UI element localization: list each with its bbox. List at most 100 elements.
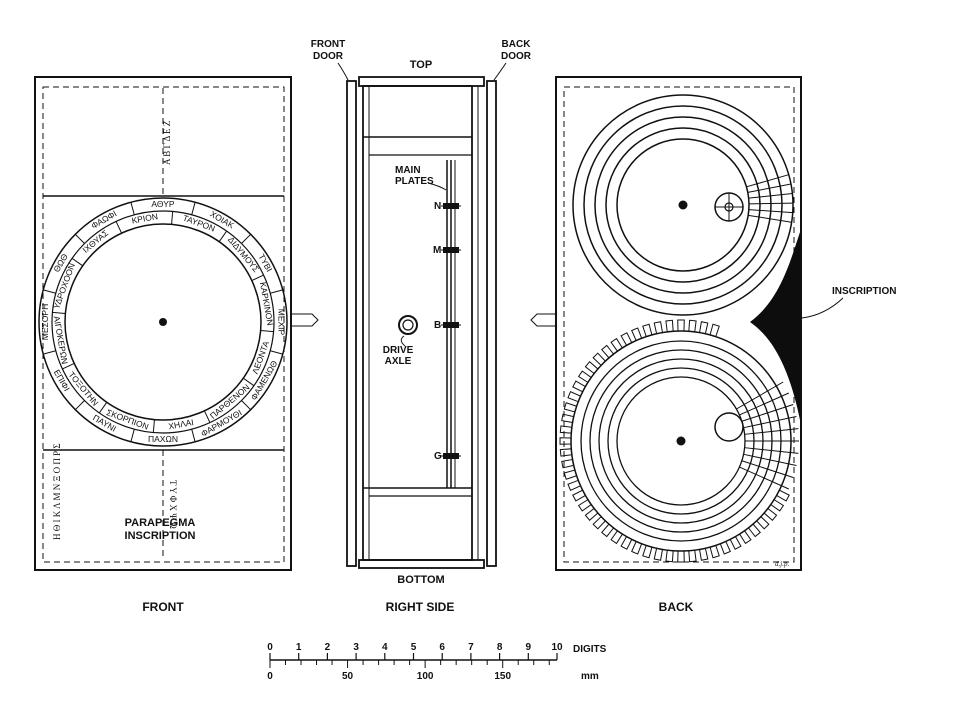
back-view: INSCRIPTION d.j.p. BACK: [530, 76, 896, 614]
zodiac-divider: [152, 419, 155, 433]
front-view: ΑΘΥΡΧΟΙΑΚΤΥΒΙΜΕΧΙΡΦΑΜΕΝΩΘΦΑΡΜΟΥΘΙΠΑΧΩΝΠΑ…: [34, 76, 319, 614]
dial-tooth: [665, 549, 674, 563]
plate-n-label: N: [434, 201, 441, 212]
mm-tick-label: 100: [417, 671, 434, 682]
month-label: ΠΑΧΩΝ: [148, 434, 178, 444]
dial-tooth: [688, 319, 697, 333]
zodiac-divider: [71, 257, 84, 267]
back-door-pointer: [493, 62, 507, 81]
back-outer-frame: [555, 76, 802, 571]
month-divider: [241, 400, 252, 411]
upper-cell-divider: [748, 202, 793, 205]
artist-signature: d.j.p.: [775, 560, 789, 568]
upper-dial-center: [678, 200, 688, 210]
month-label: ΤΥΒΙ: [256, 252, 274, 273]
front-lower-right-letters: Τ Υ Φ Χ Ψ Ω: [168, 480, 178, 529]
digit-tick-label: 10: [551, 642, 563, 653]
month-divider: [74, 233, 85, 244]
month-divider: [130, 429, 135, 442]
zodiac-divider: [115, 221, 123, 234]
dial-tooth: [677, 550, 685, 563]
month-divider: [74, 400, 85, 411]
mm-label: mm: [581, 671, 599, 682]
digit-tick-label: 2: [325, 642, 331, 653]
top-plank: [358, 76, 485, 87]
zodiac-divider: [242, 377, 255, 387]
plate-b-label: B: [434, 320, 441, 331]
drive-axle-pointer: [400, 335, 406, 347]
back-crank-handle: [530, 313, 556, 327]
lower-subdial: [714, 412, 744, 442]
digit-tick-label: 9: [526, 642, 532, 653]
zodiac-divider: [203, 410, 211, 423]
front-dial-dividers: [43, 202, 283, 442]
zodiac-divider: [260, 330, 274, 333]
dial-tooth: [653, 321, 664, 335]
zodiac-divider: [52, 311, 66, 314]
lower-dial-center: [676, 436, 686, 446]
front-outer-frame: [34, 76, 292, 571]
upper-cell-divider: [748, 209, 793, 214]
upper-dial-cells: [746, 174, 793, 223]
month-divider: [191, 429, 196, 442]
zodiac-divider: [171, 211, 174, 225]
dial-tooth: [559, 425, 573, 434]
month-divider: [43, 289, 56, 294]
inscription-label: INSCRIPTION: [832, 286, 896, 297]
front-view-caption: FRONT: [142, 600, 184, 614]
month-divider: [130, 202, 135, 215]
top-label: TOP: [410, 59, 432, 71]
month-label: ΜΕΧΙΡ: [276, 309, 286, 336]
zodiac-label: ΧΗΛΑΙ: [168, 417, 195, 431]
zodiac-divider: [218, 230, 228, 243]
front-dial-center: [159, 318, 167, 326]
front-inner-dashed-frame: [42, 86, 285, 563]
month-divider: [270, 289, 283, 294]
front-lower-left-letters: Η Θ Ι Κ Λ Μ Ν Ξ Ο Π Ρ Σ: [52, 443, 62, 540]
upper-cell-divider: [747, 183, 792, 193]
digit-tick-label: 0: [267, 642, 273, 653]
digit-tick-label: 8: [497, 642, 503, 653]
digit-tick-label: 7: [468, 642, 474, 653]
digits-label: DIGITS: [573, 644, 607, 655]
lower-cell-divider: [744, 428, 799, 435]
month-divider: [43, 350, 56, 355]
month-label: ΑΘΥΡ: [151, 199, 174, 209]
dial-tooth: [688, 549, 697, 563]
bottom-label: BOTTOM: [397, 574, 444, 586]
upper-cell-divider: [748, 214, 792, 223]
right-side-view-caption: RIGHT SIDE: [386, 600, 455, 614]
zodiac-label: ΚΡΙΟΝ: [131, 211, 159, 225]
mm-tick-label: 150: [494, 671, 511, 682]
bottom-plank: [358, 559, 485, 569]
zodiac-divider: [98, 401, 108, 414]
drive-axle-inner: [402, 319, 414, 331]
digit-tick-label: 5: [411, 642, 417, 653]
lower-cell-divider: [744, 447, 799, 454]
digit-tick-label: 4: [382, 642, 388, 653]
lower-back-dial: [559, 319, 799, 563]
main-plates-pointer: [427, 182, 447, 191]
lower-cell-divider: [739, 466, 790, 490]
drive-axle-outer: [398, 315, 418, 335]
dial-tooth: [653, 547, 664, 561]
front-door-pointer: [337, 62, 349, 81]
lower-cell-divider: [741, 460, 794, 478]
month-divider: [270, 350, 283, 355]
front-crank-handle: [291, 313, 319, 327]
side-casing: [362, 85, 473, 561]
dial-tooth: [559, 448, 573, 457]
front-dial-middle-ring: [51, 210, 275, 434]
mm-tick-label: 0: [267, 671, 273, 682]
front-door-board: [346, 80, 357, 567]
upper-cell-divider: [748, 193, 793, 199]
month-label: ΜΕΣΟΡΗ: [40, 304, 50, 340]
digit-tick-label: 1: [296, 642, 302, 653]
